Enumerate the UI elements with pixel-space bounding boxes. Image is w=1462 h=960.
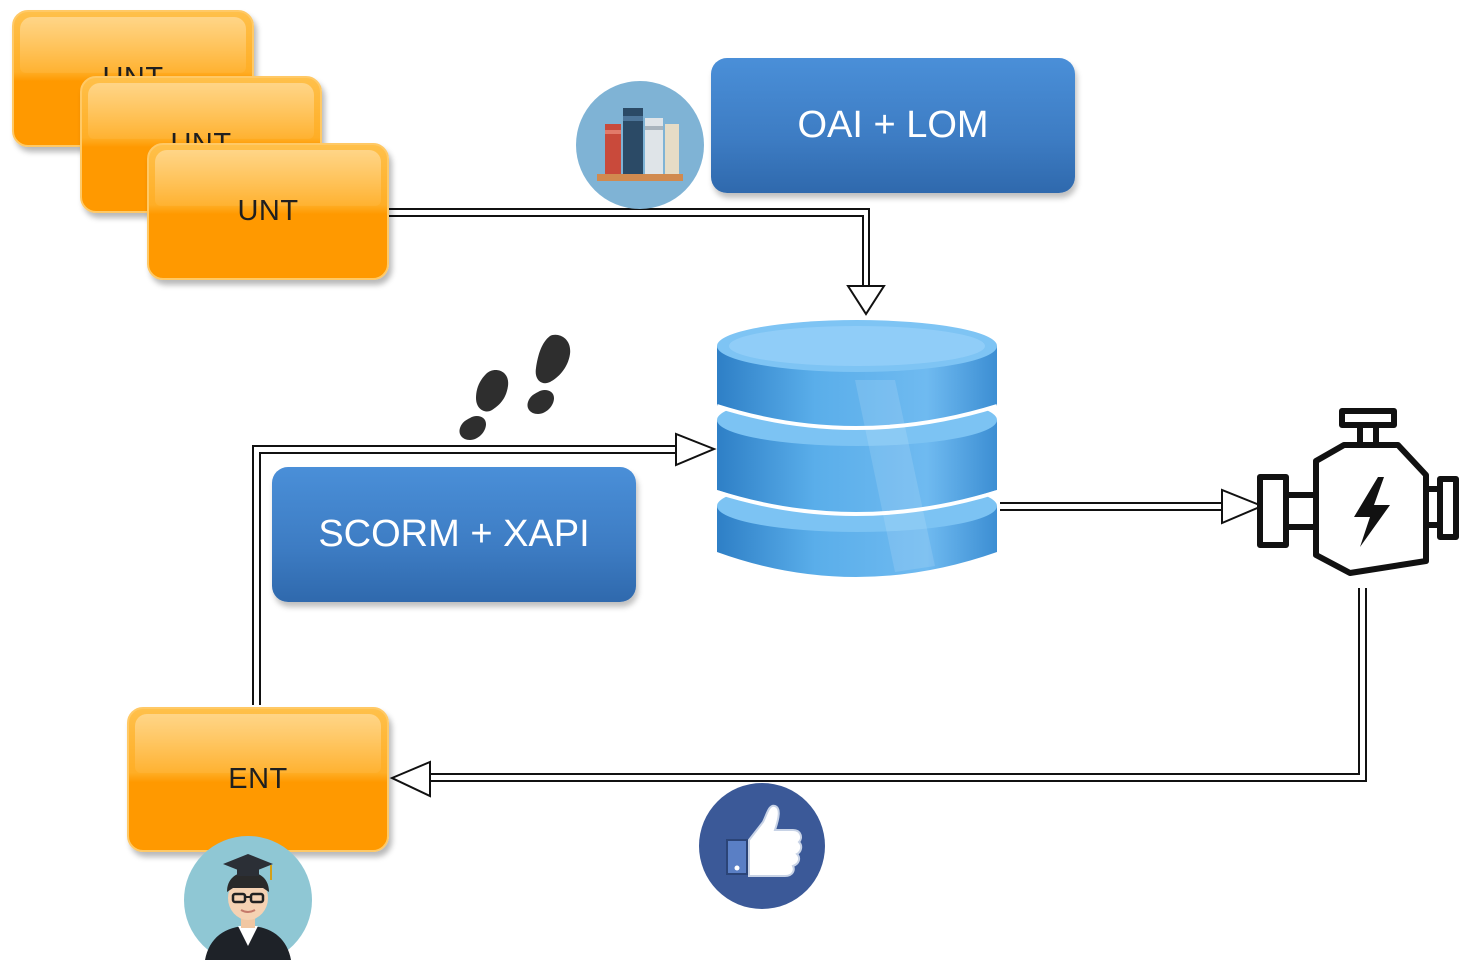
ent-box: ENT <box>127 707 389 852</box>
engine-icon <box>1257 408 1459 576</box>
thumbs-up-icon <box>699 783 825 909</box>
books-icon <box>576 81 704 209</box>
unt-box-front-label: UNT <box>237 195 299 227</box>
oai-lom-box: OAI + LOM <box>711 58 1075 193</box>
footprints-icon <box>459 334 571 440</box>
unt-box-front: UNT <box>147 143 389 280</box>
ent-box-label: ENT <box>228 763 288 795</box>
arrow-engine-to-ent <box>389 588 1367 798</box>
arrow-database-to-engine <box>1000 488 1265 525</box>
oai-lom-label: OAI + LOM <box>797 104 989 146</box>
arrow-unt-to-database <box>386 208 886 316</box>
scorm-xapi-label: SCORM + XAPI <box>318 513 590 555</box>
database-icon <box>716 320 998 577</box>
scorm-xapi-box: SCORM + XAPI <box>272 467 636 602</box>
arrow-ent-to-database <box>252 432 717 705</box>
graduate-icon <box>184 836 312 960</box>
